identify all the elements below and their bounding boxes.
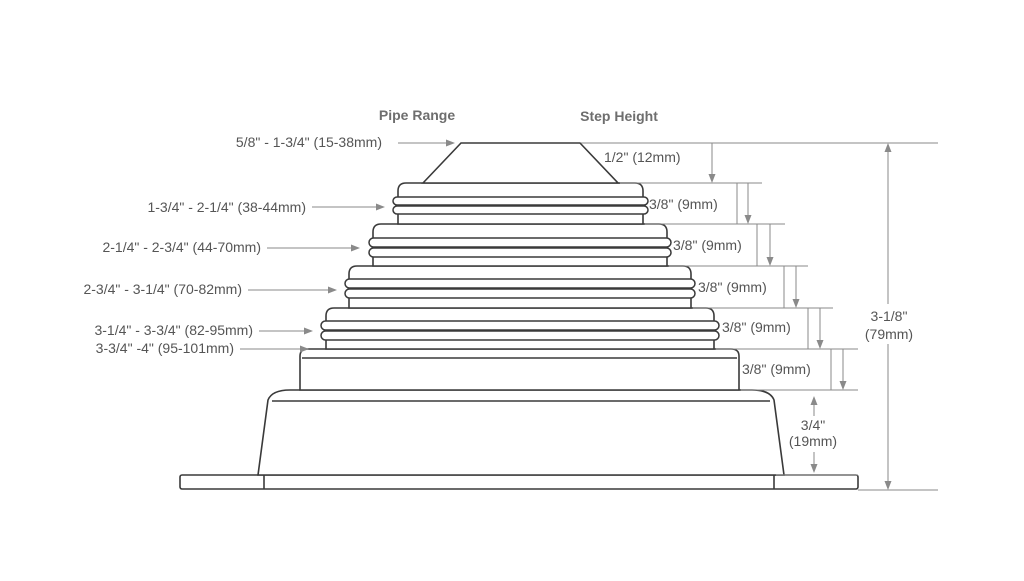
total-height-dimension: 3-1/8" (79mm)	[720, 142, 938, 491]
pipe-range-labels: 5/8" - 1-3/4" (15-38mm) 1-3/4" - 2-1/4" …	[83, 134, 455, 356]
step-height-label: 3/8" (9mm)	[649, 196, 718, 212]
base-height-label: 3/4"	[801, 417, 825, 433]
base-height-label-metric: (19mm)	[789, 433, 837, 449]
pipe-range-label: 1-3/4" - 2-1/4" (38-44mm)	[147, 199, 306, 215]
tier-3-ring-lower	[368, 247, 672, 258]
total-height-label-metric: (79mm)	[865, 326, 913, 342]
tier-2-ring-upper	[392, 196, 649, 206]
arrow-head	[376, 203, 385, 211]
pipe-range-label: 2-1/4" - 2-3/4" (44-70mm)	[102, 239, 261, 255]
pipe-range-label: 5/8" - 1-3/4" (15-38mm)	[236, 134, 382, 150]
step-height-label: 3/8" (9mm)	[742, 361, 811, 377]
step-height-label: 3/8" (9mm)	[698, 279, 767, 295]
arrow-head	[766, 257, 774, 266]
tier-5-ring-upper	[320, 320, 720, 331]
flashing-body	[179, 142, 859, 490]
base-skirt	[257, 389, 785, 476]
arrow-head	[884, 143, 892, 152]
base-flange	[179, 474, 859, 490]
tier-2-ring-lower	[392, 205, 649, 215]
step-height-header: Step Height	[580, 108, 658, 124]
arrow-head	[816, 340, 824, 349]
arrow-head	[810, 464, 818, 473]
pipe-range-label: 3-3/4" -4" (95-101mm)	[96, 340, 234, 356]
arrow-head	[300, 345, 309, 353]
arrow-head	[446, 139, 455, 147]
step-height-label: 1/2" (12mm)	[604, 149, 681, 165]
step-height-label: 3/8" (9mm)	[722, 319, 791, 335]
arrow-head	[304, 327, 313, 335]
arrow-head	[792, 299, 800, 308]
tier-5-ring-lower	[320, 330, 720, 341]
arrow-head	[708, 174, 716, 183]
arrow-head	[328, 286, 337, 294]
top-cone	[421, 142, 620, 184]
tier-4-ring-lower	[344, 288, 696, 299]
step-height-label: 3/8" (9mm)	[673, 237, 742, 253]
pipe-range-header: Pipe Range	[379, 107, 455, 123]
tier-6	[299, 348, 740, 391]
arrow-head	[810, 396, 818, 405]
step-height-dimensions: 1/2" (12mm) 3/8" (9mm) 3/8" (9mm) 3/8" (…	[581, 142, 858, 476]
tier-4-ring-upper	[344, 278, 696, 289]
pipe-range-label: 3-1/4" - 3-3/4" (82-95mm)	[94, 322, 253, 338]
pipe-range-label: 2-3/4" - 3-1/4" (70-82mm)	[83, 281, 242, 297]
total-height-label: 3-1/8"	[871, 308, 908, 324]
arrow-head	[744, 215, 752, 224]
arrow-head	[351, 244, 360, 252]
tier-3-ring-upper	[368, 237, 672, 248]
arrow-head	[884, 481, 892, 490]
arrow-head	[839, 381, 847, 390]
